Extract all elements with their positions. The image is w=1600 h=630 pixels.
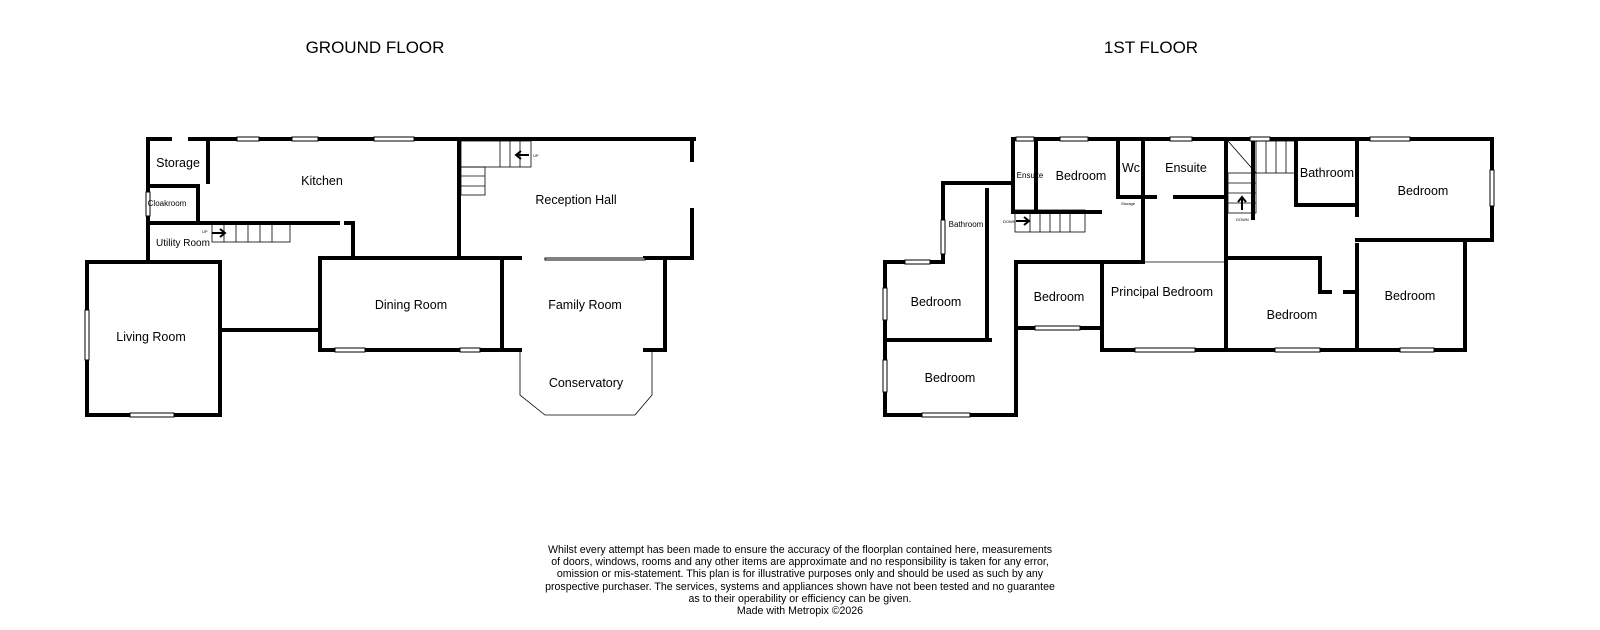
room-label-principal-bedroom: Principal Bedroom (1111, 285, 1213, 299)
first-floor-plan: DOWN DOWN Ensuite Bedroom Wc Ensuite Bat… (882, 136, 1495, 418)
stair-label: DOWN (1003, 219, 1016, 224)
room-label-storage: Storage (1121, 201, 1136, 206)
room-label-wc: Wc (1122, 161, 1140, 175)
room-label-ensuite: Ensuite (1017, 171, 1044, 180)
arrow-up-icon (514, 150, 529, 160)
arrow-down-icon (1016, 216, 1031, 226)
stair-label: UP (533, 153, 539, 158)
room-label-bedroom: Bedroom (925, 371, 976, 385)
ground-floor-plan: UP UP Storage Kitchen Reception Hall Clo… (84, 136, 696, 418)
room-label-dining-room: Dining Room (375, 298, 447, 312)
room-label-reception-hall: Reception Hall (535, 193, 616, 207)
room-label-bedroom: Bedroom (1398, 184, 1449, 198)
room-label-ensuite: Ensuite (1165, 161, 1207, 175)
room-label-bedroom: Bedroom (1034, 290, 1085, 304)
disclaimer-line: as to their operability or efficiency ca… (688, 592, 912, 605)
first-floor-title: 1ST FLOOR (1103, 38, 1199, 57)
disclaimer-line: prospective purchaser. The services, sys… (545, 580, 1055, 593)
arrow-down-icon (1237, 195, 1247, 210)
disclaimer-line: omission or mis-statement. This plan is … (556, 568, 1044, 581)
disclaimer-line: of doors, windows, rooms and any other i… (551, 556, 1049, 569)
stair-label: DOWN (1236, 217, 1249, 222)
room-label-bedroom: Bedroom (1056, 169, 1107, 183)
stair-label: UP (202, 229, 208, 234)
room-label-cloakroom: Cloakroom (148, 199, 187, 208)
arrow-up-icon (212, 228, 227, 238)
room-label-bathroom: Bathroom (1300, 166, 1354, 180)
room-label-storage: Storage (156, 156, 200, 170)
room-label-conservatory: Conservatory (549, 376, 624, 390)
room-label-living-room: Living Room (116, 330, 185, 344)
room-label-kitchen: Kitchen (301, 174, 343, 188)
copyright: Made with Metropix ©2026 (736, 605, 864, 618)
room-label-bedroom: Bedroom (1385, 289, 1436, 303)
room-label-bedroom: Bedroom (1267, 308, 1318, 322)
disclaimer-line: Whilst every attempt has been made to en… (547, 544, 1053, 556)
room-label-family-room: Family Room (548, 298, 622, 312)
disclaimer: Whilst every attempt has been made to en… (520, 544, 1080, 617)
room-label-utility-room: Utility Room (156, 238, 210, 249)
room-label-bathroom: Bathroom (949, 220, 984, 229)
ground-floor-title: GROUND FLOOR (305, 38, 445, 57)
room-label-bedroom: Bedroom (911, 295, 962, 309)
